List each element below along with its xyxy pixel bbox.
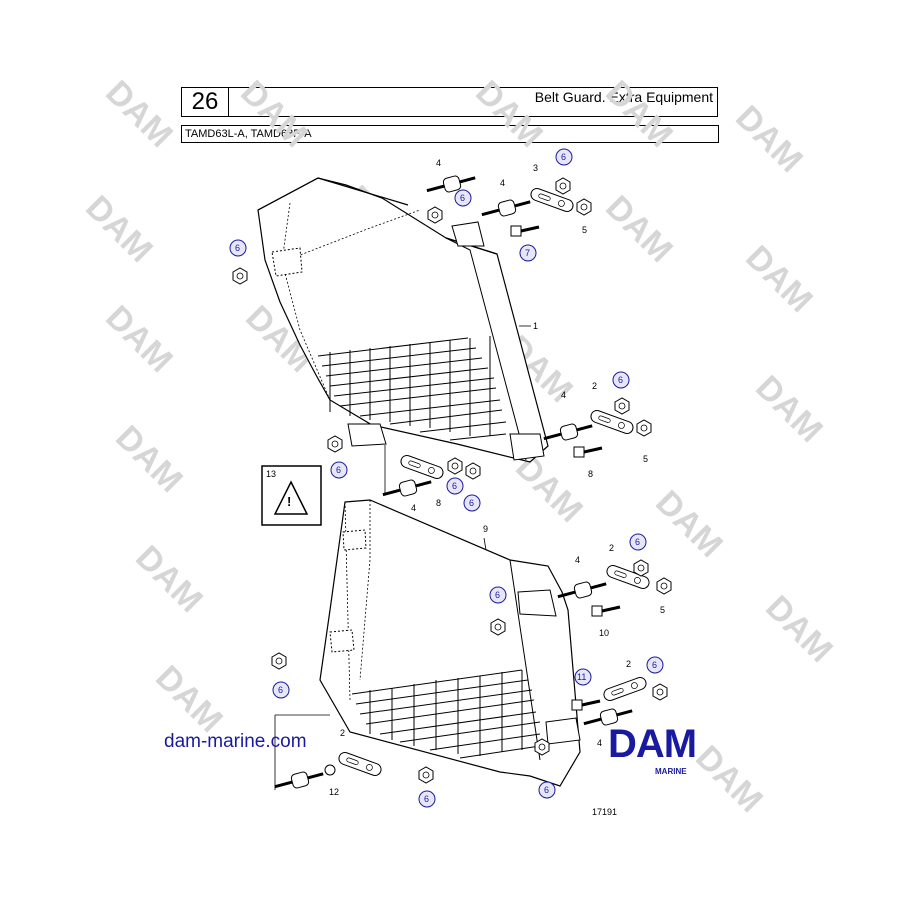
callout-4: 4 (597, 738, 602, 748)
svg-text:6: 6 (561, 152, 566, 162)
svg-text:11: 11 (577, 672, 586, 682)
callout-5: 5 (643, 454, 648, 464)
callout-2: 2 (340, 728, 345, 738)
title-box: Belt Guard. Extra Equipment (227, 87, 718, 117)
callout-13: 13 (266, 469, 276, 479)
svg-text:6: 6 (424, 794, 429, 804)
callout-4: 4 (436, 158, 441, 168)
callout-8: 8 (436, 498, 441, 508)
circled-callouts: 6 6 7 6 6 6 6 6 6 6 6 11 6 6 6 (229, 148, 664, 808)
callout-2: 2 (609, 543, 614, 553)
callout-3: 3 (533, 163, 538, 173)
model-box: TAMD63L-A, TAMD63P-A (181, 125, 719, 143)
callout-8: 8 (588, 469, 593, 479)
warning-box (261, 465, 322, 526)
model-list: TAMD63L-A, TAMD63P-A (185, 128, 312, 140)
svg-text:6: 6 (469, 498, 474, 508)
svg-text:6: 6 (618, 375, 623, 385)
svg-text:6: 6 (460, 193, 465, 203)
svg-text:6: 6 (635, 537, 640, 547)
svg-text:6: 6 (278, 685, 283, 695)
logo-marine: MARINE (655, 767, 687, 776)
belt-guard-upper (257, 177, 549, 463)
callout-12: 12 (329, 787, 339, 797)
drawing-number: 17191 (592, 807, 618, 817)
warning-symbol: ! (287, 494, 292, 509)
callout-4: 4 (561, 390, 566, 400)
callout-2: 2 (592, 381, 597, 391)
callout-5: 5 (582, 225, 587, 235)
svg-text:6: 6 (452, 481, 457, 491)
callout-2: 2 (626, 659, 631, 669)
callout-9: 9 (483, 524, 488, 534)
callout-4: 4 (411, 503, 416, 513)
callout-4: 4 (575, 555, 580, 565)
logo-dam: DAM (608, 722, 697, 766)
svg-text:6: 6 (336, 465, 341, 475)
svg-text:7: 7 (525, 248, 530, 258)
svg-text:6: 6 (235, 243, 240, 253)
grille-upper (317, 336, 507, 441)
svg-text:6: 6 (495, 590, 500, 600)
callout-10: 10 (599, 628, 609, 638)
page-title: Belt Guard. Extra Equipment (534, 89, 713, 105)
callout-4: 4 (500, 178, 505, 188)
callout-1: 1 (533, 321, 538, 331)
website-text[interactable]: dam-marine.com (164, 731, 307, 752)
svg-text:6: 6 (544, 785, 549, 795)
svg-text:6: 6 (652, 660, 657, 670)
page-number: 26 (181, 87, 229, 117)
callout-5: 5 (660, 605, 665, 615)
belt-guard-lower (319, 499, 581, 787)
warning-triangle-icon (273, 480, 309, 515)
grille-lower (351, 669, 541, 759)
